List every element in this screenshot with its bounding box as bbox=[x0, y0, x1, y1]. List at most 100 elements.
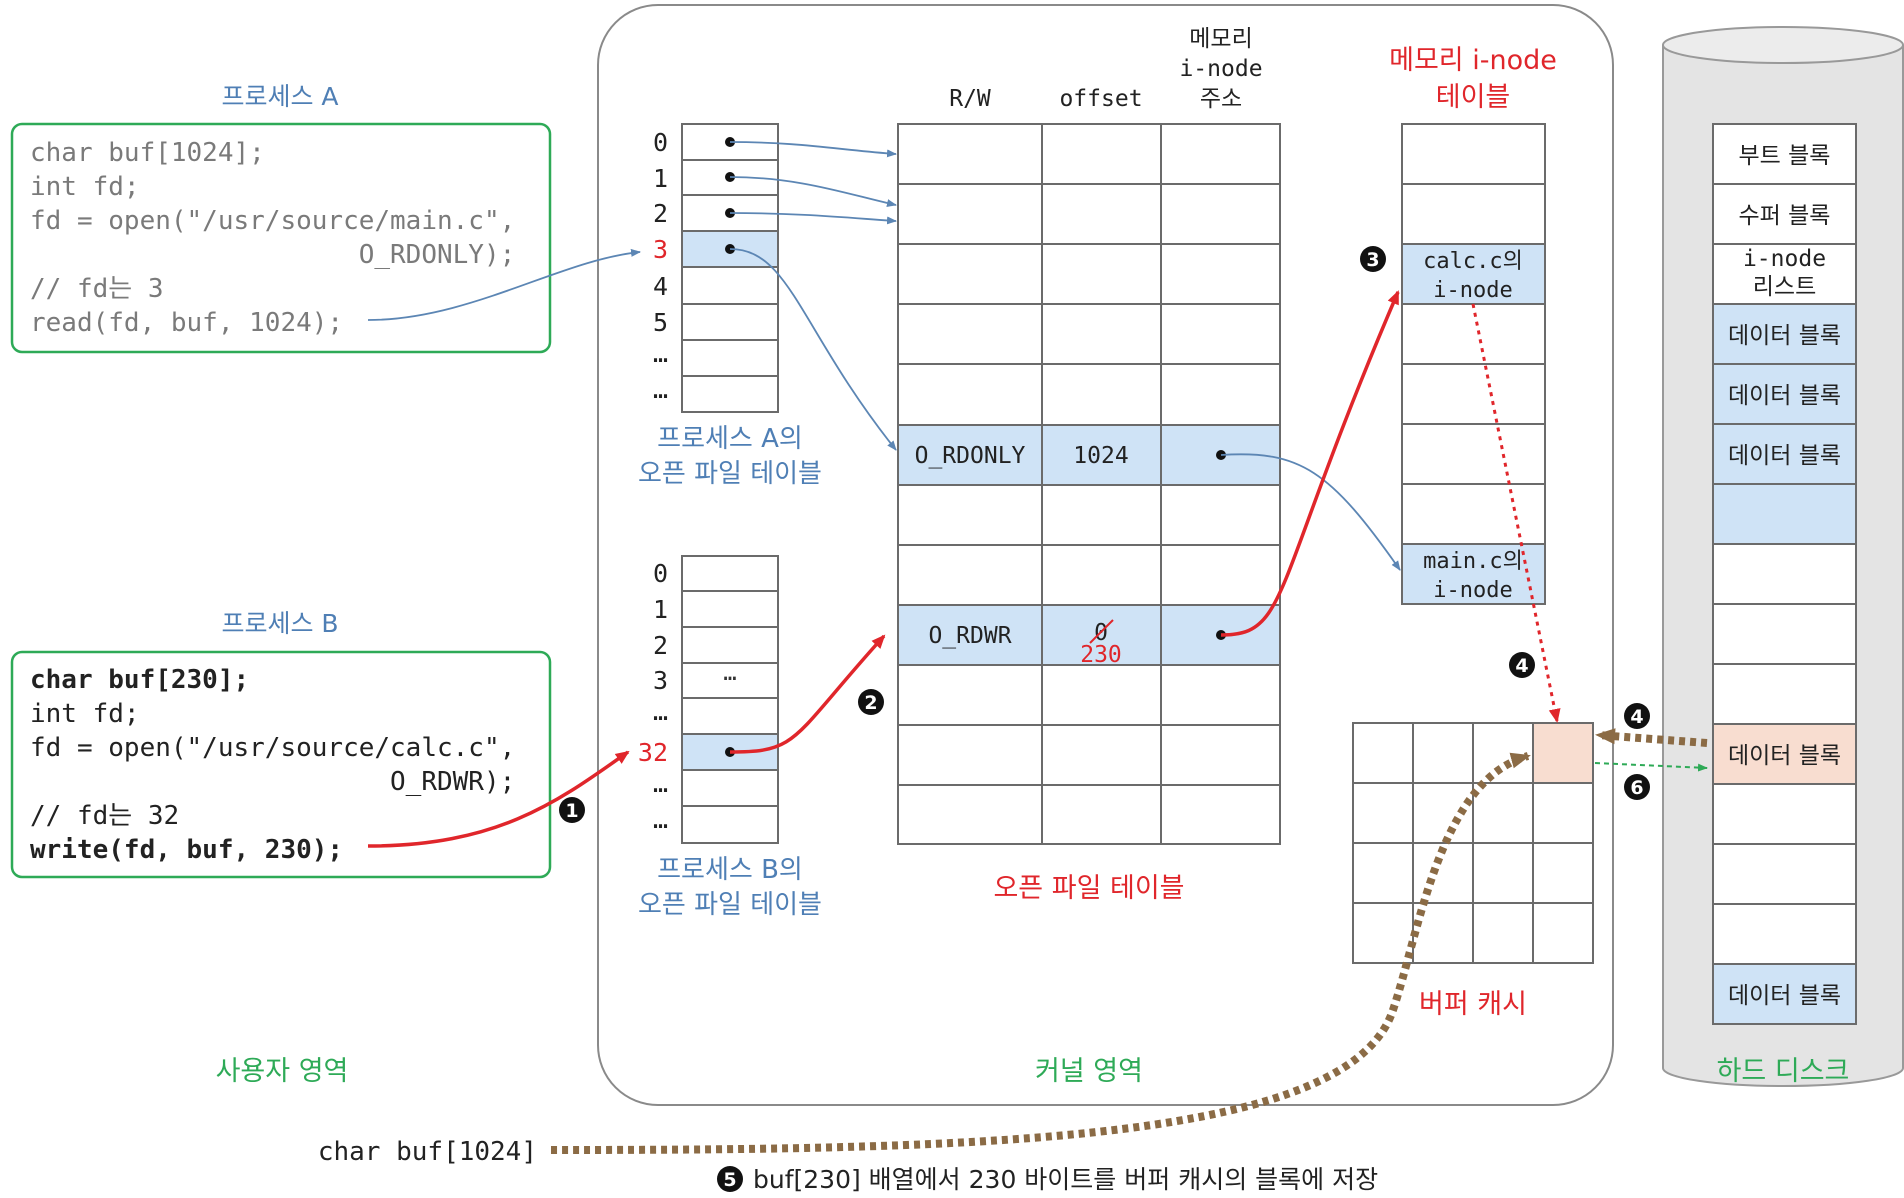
fd-index: 0 bbox=[653, 128, 668, 157]
main-inode-label: i-node bbox=[1433, 578, 1512, 603]
disk-block bbox=[1712, 963, 1857, 1025]
disk-block bbox=[1712, 483, 1857, 545]
disk-block bbox=[1712, 183, 1857, 245]
entry-b-rw: O_RDWR bbox=[928, 623, 1011, 649]
disk-block bbox=[1712, 783, 1857, 845]
code-line: fd = open("/usr/source/main.c", bbox=[30, 206, 515, 236]
disk-block-label: i-node bbox=[1743, 246, 1826, 272]
pointer-arrow bbox=[367, 248, 641, 321]
disk-block bbox=[1712, 243, 1857, 305]
fd-table-a-caption: 프로세스 A의 bbox=[657, 424, 803, 454]
buffer-cache-caption: 버퍼 캐시 bbox=[1419, 989, 1527, 1020]
code-line: int fd; bbox=[30, 699, 140, 729]
pointer-arrow bbox=[729, 248, 897, 451]
code-line: O_RDWR); bbox=[30, 767, 515, 797]
code-line: char buf[230]; bbox=[30, 665, 249, 695]
fd-table-b-caption: 오픈 파일 테이블 bbox=[638, 890, 822, 920]
fd-index: 5 bbox=[653, 308, 668, 337]
disk-block-label: 부트 블록 bbox=[1739, 143, 1831, 169]
fd-index: … bbox=[653, 697, 668, 726]
disk-block bbox=[1712, 303, 1857, 365]
fd-index: 2 bbox=[653, 631, 668, 660]
open-file-table: O_RDONLY 1024 O_RDWR 0 230 bbox=[897, 123, 1281, 845]
disk-block-label: 데이터 블록 bbox=[1728, 383, 1841, 409]
fd-index: … bbox=[653, 375, 668, 404]
entry-a-offset: 1024 bbox=[1073, 443, 1128, 469]
step-marker-1: 1 bbox=[565, 800, 578, 822]
fd-index: 4 bbox=[653, 272, 668, 301]
fd-index: … bbox=[653, 339, 668, 368]
fd-table-a-caption: 오픈 파일 테이블 bbox=[638, 459, 822, 489]
step3-arrow bbox=[1220, 290, 1400, 637]
header-inode-addr: 메모리 bbox=[1189, 26, 1252, 52]
disk-block-label: 데이터 블록 bbox=[1728, 443, 1841, 469]
disk-block bbox=[1712, 903, 1857, 965]
step6-arrow bbox=[1594, 762, 1708, 772]
pointer-arrow bbox=[1220, 453, 1401, 571]
fd-table-b-caption: 프로세스 B의 bbox=[657, 855, 803, 885]
step-marker-4: 4 bbox=[1515, 655, 1528, 677]
fd-index: 0 bbox=[653, 559, 668, 588]
step1-arrow bbox=[367, 750, 630, 848]
pointer-arrow bbox=[729, 141, 897, 158]
process-b-code: char buf[230]; int fd; fd = open("/usr/s… bbox=[30, 665, 515, 865]
bottom-buf-label: char buf[1024] bbox=[318, 1137, 537, 1167]
disk-block bbox=[1712, 363, 1857, 425]
disk-block-label: 리스트 bbox=[1753, 274, 1816, 300]
brown-flow-arrows bbox=[550, 728, 1708, 1154]
fd-table-b: 0 1 2 3 … 32 … … … bbox=[638, 555, 779, 844]
process-a-code-box bbox=[10, 122, 552, 354]
header-inode-addr: i-node bbox=[1179, 56, 1262, 82]
fd-index-highlight: 3 bbox=[653, 235, 668, 264]
fd-index-highlight: 32 bbox=[638, 738, 668, 767]
step-marker-2: 2 bbox=[864, 692, 877, 714]
fd-index: 1 bbox=[653, 164, 668, 193]
fd-b-ellipsis: … bbox=[723, 661, 736, 686]
disk-block bbox=[1712, 843, 1857, 905]
code-line: O_RDONLY); bbox=[30, 240, 515, 270]
step4-dotted-arrow bbox=[1471, 303, 1561, 723]
step4-disk-arrow bbox=[1595, 728, 1708, 747]
header-offset: offset bbox=[1059, 86, 1142, 112]
open-file-table-headers: R/W offset 메모리 i-node 주소 bbox=[949, 26, 1262, 112]
code-line: // fd는 3 bbox=[30, 274, 164, 304]
process-b-title: 프로세스 B bbox=[221, 609, 338, 638]
open-file-table-caption: 오픈 파일 테이블 bbox=[993, 873, 1184, 904]
header-inode-addr: 주소 bbox=[1200, 86, 1242, 112]
code-line: char buf[1024]; bbox=[30, 138, 265, 168]
pointer-arrow bbox=[729, 212, 897, 225]
step2-arrow bbox=[729, 634, 886, 754]
fd-index: 3 bbox=[653, 666, 668, 695]
step-markers: 1 2 3 4 4 6 5 bbox=[559, 246, 1650, 1192]
user-region-label: 사용자 영역 bbox=[216, 1056, 349, 1087]
fd-index: 2 bbox=[653, 199, 668, 228]
fd-index: … bbox=[653, 769, 668, 798]
entry-a-rw: O_RDONLY bbox=[915, 443, 1026, 469]
pointer-arrow bbox=[729, 176, 897, 207]
process-b-code-box bbox=[10, 650, 552, 879]
disk-block bbox=[1712, 123, 1857, 185]
code-line: int fd; bbox=[30, 172, 140, 202]
step-marker-4b: 4 bbox=[1630, 706, 1643, 728]
red-flow-arrows bbox=[367, 290, 1400, 848]
step-marker-5: 5 bbox=[723, 1169, 736, 1191]
fd-pointer-arrows bbox=[367, 141, 1401, 571]
step-marker-6: 6 bbox=[1630, 777, 1643, 799]
inode-table-title: 메모리 i-node bbox=[1389, 45, 1557, 76]
inode-table: calc.c의 i-node main.c의 i-node bbox=[1401, 123, 1546, 605]
disk-block bbox=[1712, 663, 1857, 725]
disk-block-label: 데이터 블록 bbox=[1728, 323, 1841, 349]
kernel-region-label: 커널 영역 bbox=[1035, 1056, 1143, 1087]
code-line: write(fd, buf, 230); bbox=[30, 835, 343, 865]
process-a-title: 프로세스 A bbox=[221, 82, 338, 111]
step5-note: buf[230] 배열에서 230 바이트를 버퍼 캐시의 블록에 저장 bbox=[753, 1165, 1378, 1194]
disk-block bbox=[1712, 723, 1857, 785]
disk-block-label: 수퍼 블록 bbox=[1739, 203, 1831, 229]
fd-index: 1 bbox=[653, 595, 668, 624]
fd-index: … bbox=[653, 805, 668, 834]
step5-arrow bbox=[550, 752, 1531, 1154]
process-a-code: char buf[1024]; int fd; fd = open("/usr/… bbox=[30, 138, 515, 338]
disk-block bbox=[1712, 543, 1857, 605]
calc-inode-label: i-node bbox=[1433, 278, 1512, 303]
